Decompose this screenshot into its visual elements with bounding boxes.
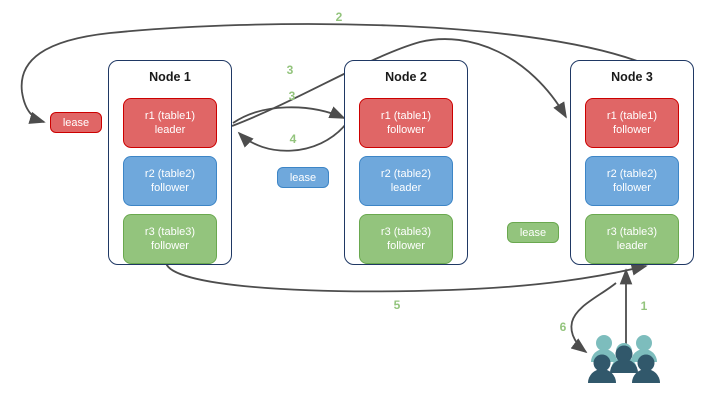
node-box-node2[interactable]: Node 2 r1 (table1) follower r2 (table2) …	[344, 60, 468, 265]
replica-n3-r2-line2: follower	[613, 182, 651, 194]
replica-n1-r2-line2: follower	[151, 182, 189, 194]
replica-n2-r1[interactable]: r1 (table1) follower	[359, 98, 453, 148]
replica-n3-r3[interactable]: r3 (table3) leader	[585, 214, 679, 264]
replica-n3-r1-line2: follower	[613, 124, 651, 136]
step-label-3-upper: 3	[286, 63, 294, 77]
replica-n2-r3-line1: r3 (table3)	[380, 226, 432, 238]
step-label-6: 6	[559, 320, 567, 334]
step-label-3-lower: 3	[288, 89, 296, 103]
replica-n3-r1[interactable]: r1 (table1) follower	[585, 98, 679, 148]
replica-n2-r1-line1: r1 (table1)	[380, 110, 432, 122]
lease-badge-blue[interactable]: lease	[277, 167, 329, 188]
replica-n1-r3-line2: follower	[151, 240, 189, 252]
edge-3-node1-to-node2	[232, 106, 346, 124]
replica-n1-r3[interactable]: r3 (table3) follower	[123, 214, 217, 264]
replica-n3-r2-line1: r2 (table2)	[606, 168, 658, 180]
lease-badge-green[interactable]: lease	[507, 222, 559, 243]
replica-n1-r2-line1: r2 (table2)	[144, 168, 196, 180]
replica-n3-r1-line1: r1 (table1)	[606, 110, 658, 122]
step-label-2: 2	[335, 10, 343, 24]
replica-n2-r3-line2: follower	[387, 240, 425, 252]
step-label-4: 4	[289, 132, 297, 146]
node2-title: Node 2	[385, 70, 427, 84]
node-box-node3[interactable]: Node 3 r1 (table1) follower r2 (table2) …	[570, 60, 694, 265]
users-icon	[588, 335, 660, 383]
replica-n1-r1-line2: leader	[154, 124, 186, 136]
node1-title: Node 1	[149, 70, 191, 84]
replica-n2-r2[interactable]: r2 (table2) leader	[359, 156, 453, 206]
replica-n2-r1-line2: follower	[387, 124, 425, 136]
replica-n2-r3[interactable]: r3 (table3) follower	[359, 214, 453, 264]
lease-badge-red[interactable]: lease	[50, 112, 102, 133]
replica-n3-r2[interactable]: r2 (table2) follower	[585, 156, 679, 206]
edge-5-node1-to-node3	[165, 262, 648, 293]
replica-n2-r2-line2: leader	[390, 182, 422, 194]
replica-n3-r3-line2: leader	[616, 240, 648, 252]
step-label-1: 1	[640, 299, 648, 313]
node3-title: Node 3	[611, 70, 653, 84]
replica-n1-r1-line1: r1 (table1)	[144, 110, 196, 122]
step-label-5: 5	[393, 298, 401, 312]
replica-n2-r2-line1: r2 (table2)	[380, 168, 432, 180]
replica-n1-r1[interactable]: r1 (table1) leader	[123, 98, 217, 148]
replica-n1-r3-line1: r3 (table3)	[144, 226, 196, 238]
replica-n1-r2[interactable]: r2 (table2) follower	[123, 156, 217, 206]
node-box-node1[interactable]: Node 1 r1 (table1) leader r2 (table2) fo…	[108, 60, 232, 265]
replica-n3-r3-line1: r3 (table3)	[606, 226, 658, 238]
